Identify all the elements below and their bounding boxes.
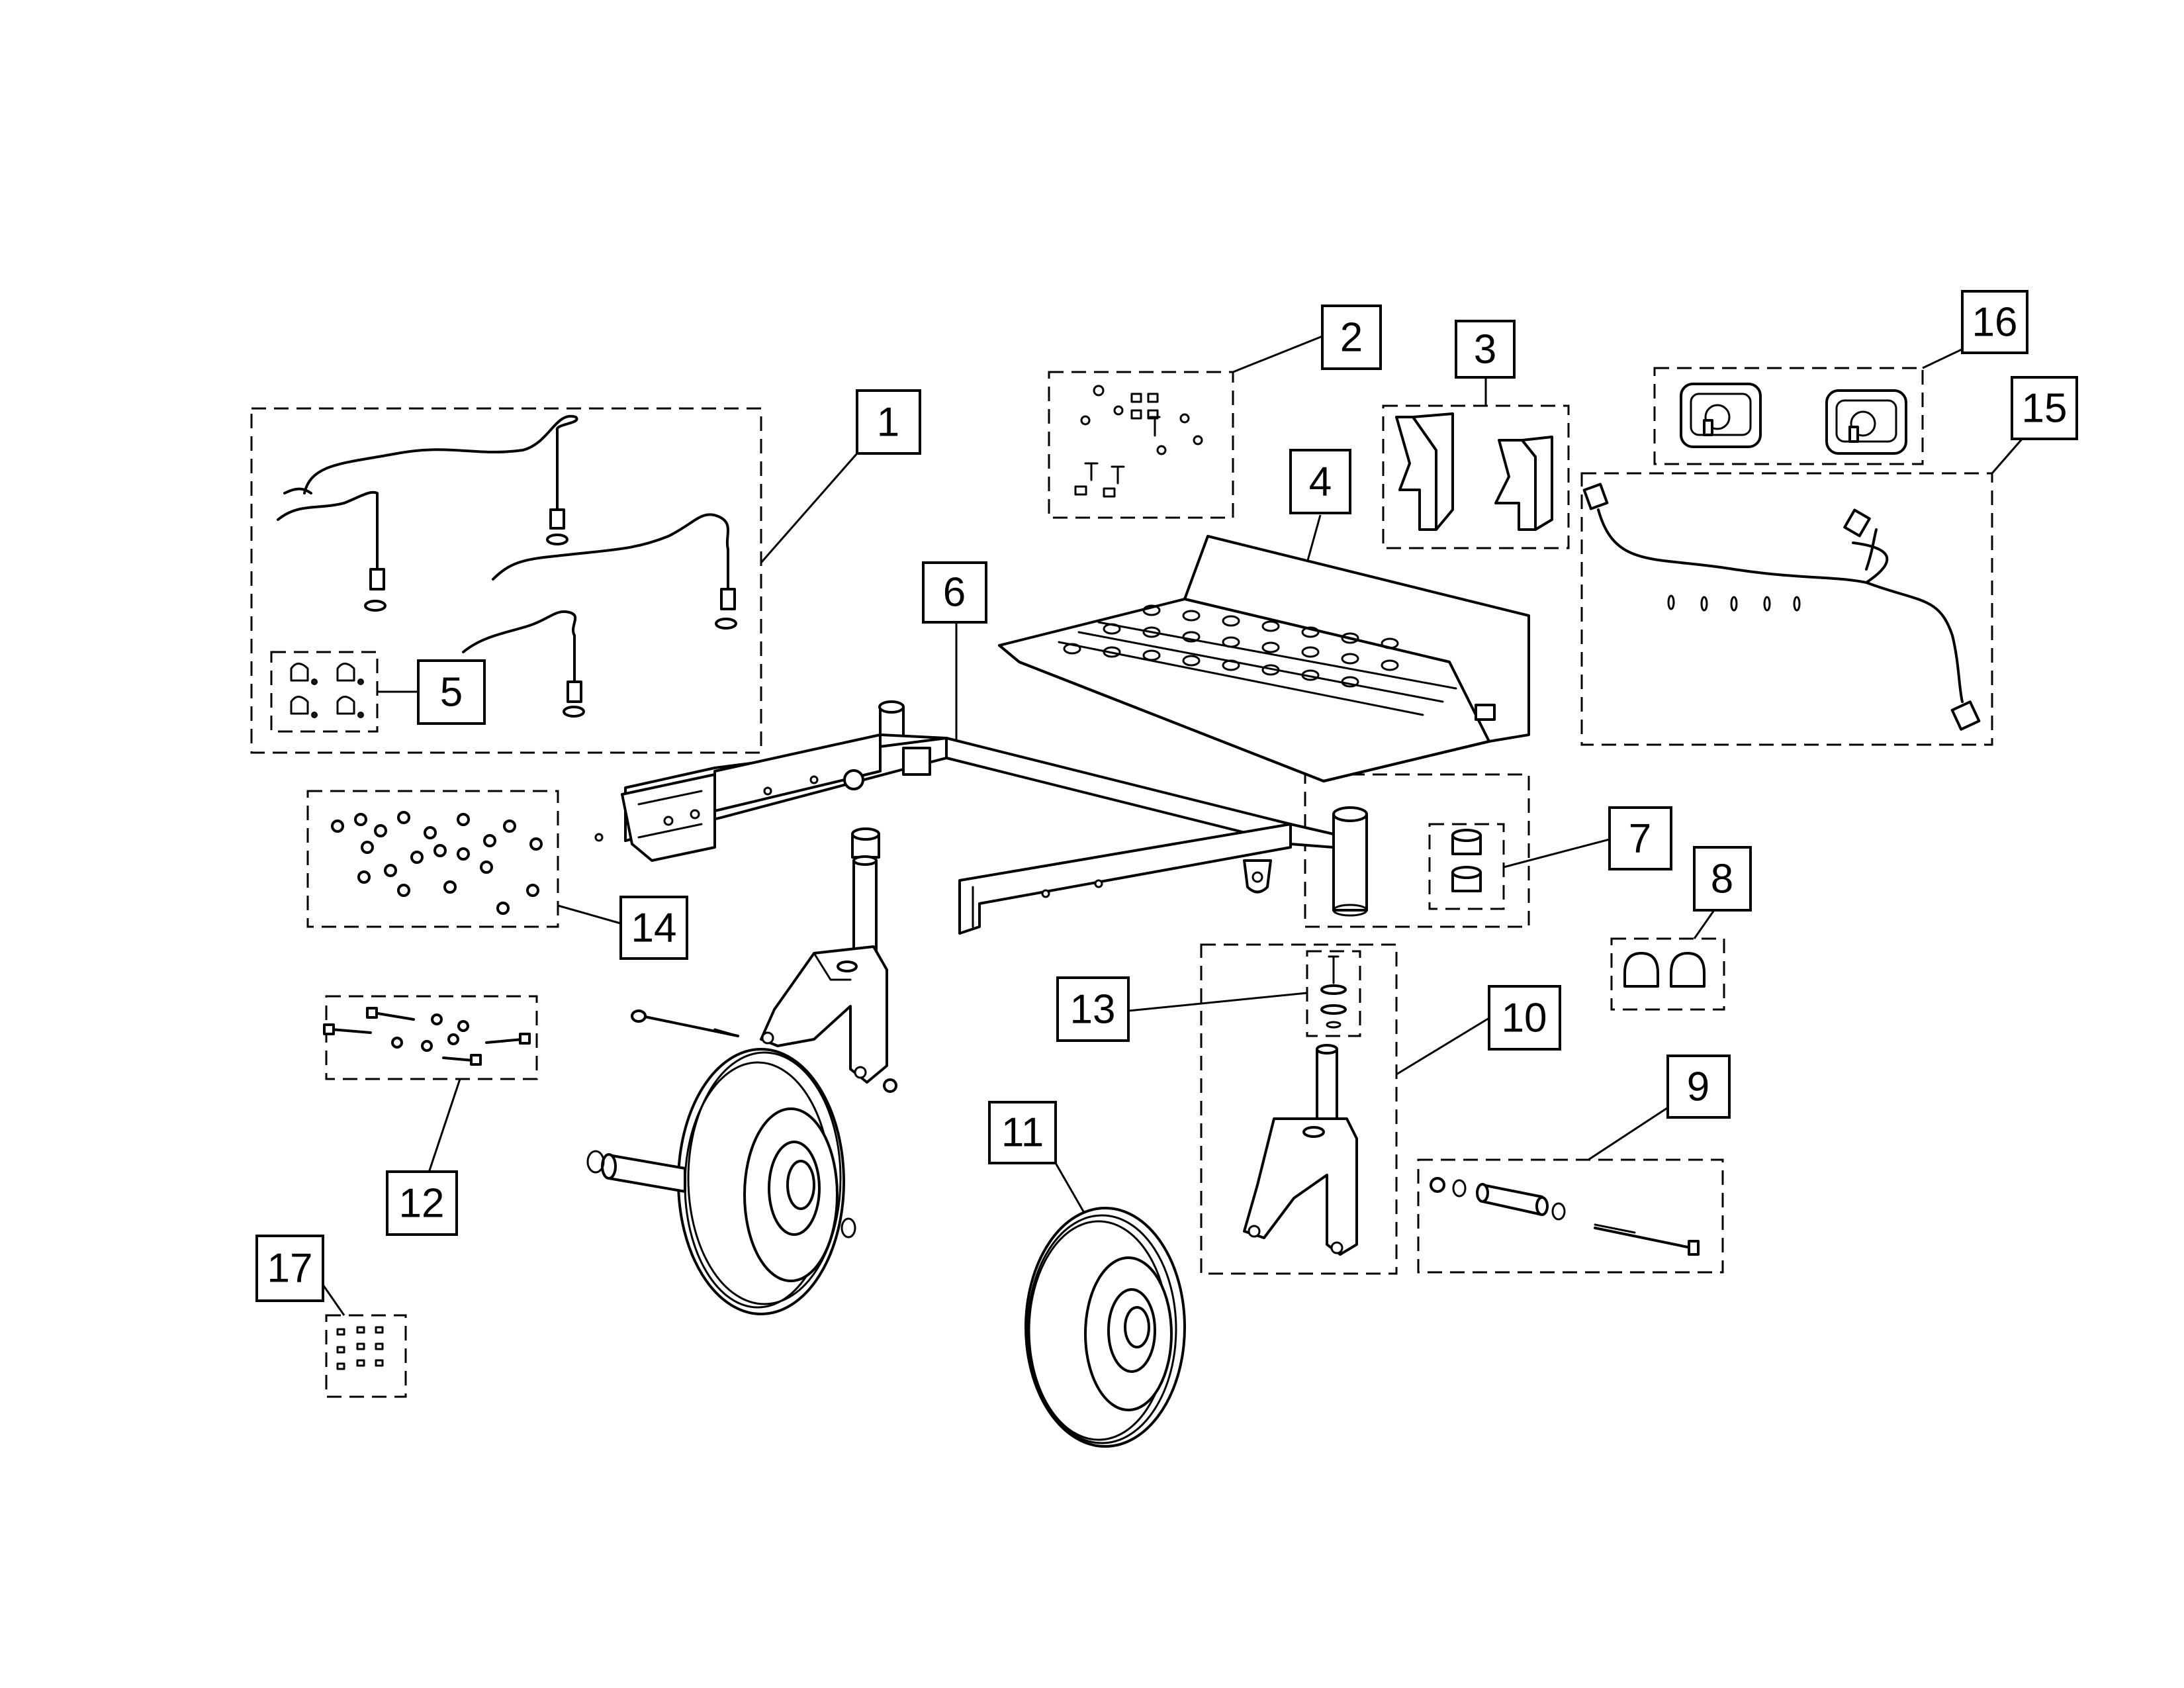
leader-2	[1232, 335, 1323, 373]
mounting-brackets	[1395, 412, 1553, 531]
callout-9: 9	[1666, 1055, 1731, 1119]
group-box-12-bolts	[325, 995, 538, 1080]
right-caster-fork	[1243, 955, 1358, 1256]
callout-label-17: 17	[267, 1246, 313, 1291]
leader-12	[426, 1078, 461, 1179]
nuts-kit-17	[336, 1326, 384, 1370]
spindle-bushings	[1451, 829, 1482, 892]
callout-17: 17	[255, 1235, 324, 1302]
left-wheel	[586, 1048, 856, 1315]
group-box-16-lights	[1653, 367, 1924, 465]
callout-4: 4	[1289, 449, 1351, 514]
callout-label-4: 4	[1309, 459, 1332, 505]
dust-caps	[1623, 952, 1706, 988]
trailer-frame	[594, 700, 1368, 935]
callout-label-11: 11	[1001, 1110, 1044, 1156]
leader-14	[557, 904, 621, 925]
callout-8: 8	[1693, 846, 1752, 912]
left-caster-fork	[631, 827, 897, 1093]
callout-label-6: 6	[943, 570, 966, 616]
group-box-10-fork	[1200, 943, 1398, 1275]
group-box-5-clips	[270, 651, 379, 733]
callout-16: 16	[1961, 290, 2028, 354]
callout-15: 15	[2011, 376, 2078, 440]
callout-11: 11	[988, 1101, 1057, 1164]
group-box-14-hardware	[306, 790, 559, 928]
group-box-8-caps	[1610, 937, 1725, 1011]
callout-label-14: 14	[631, 906, 677, 951]
group-box-15-harness	[1580, 472, 1993, 746]
axle-kit	[1430, 1177, 1700, 1256]
leader-9	[1588, 1104, 1672, 1161]
group-box-9-axle	[1417, 1158, 1724, 1274]
leader-7	[1503, 838, 1610, 868]
callout-14: 14	[619, 896, 688, 960]
leader-4	[1306, 514, 1322, 563]
callout-label-8: 8	[1711, 857, 1733, 902]
brake-lines	[277, 414, 737, 718]
bolts-kit-12	[323, 1007, 531, 1066]
leader-15	[1991, 436, 2025, 474]
leader-8	[1693, 910, 1715, 939]
callout-label-2: 2	[1340, 315, 1363, 361]
group-box-2-hardware	[1048, 371, 1234, 519]
wiring-harness	[1582, 483, 1981, 731]
leader-13	[1128, 992, 1308, 1012]
callout-2: 2	[1321, 305, 1382, 370]
callout-3: 3	[1455, 320, 1516, 379]
callout-label-10: 10	[1502, 996, 1547, 1041]
hardware-kit-14	[331, 811, 543, 915]
callout-label-5: 5	[440, 670, 463, 716]
callout-7: 7	[1608, 806, 1672, 870]
leader-10	[1396, 1017, 1490, 1076]
callout-5: 5	[417, 659, 486, 725]
brake-line-clips	[290, 663, 364, 718]
callout-label-16: 16	[1972, 300, 2018, 346]
callout-1: 1	[856, 389, 921, 455]
callout-10: 10	[1488, 985, 1561, 1051]
callout-label-7: 7	[1629, 816, 1651, 862]
callout-13: 13	[1056, 976, 1130, 1042]
callout-label-1: 1	[877, 400, 899, 445]
callout-6: 6	[922, 561, 987, 624]
leader-1	[760, 453, 858, 563]
callout-label-15: 15	[2022, 386, 2068, 432]
tail-lights	[1680, 383, 1907, 455]
callout-label-13: 13	[1070, 987, 1116, 1033]
callout-label-9: 9	[1687, 1064, 1709, 1110]
group-box-17-nuts	[325, 1314, 407, 1398]
callout-12: 12	[386, 1170, 458, 1236]
group-box-7-spindle	[1304, 773, 1530, 928]
group-box-1-brake-lines	[250, 407, 762, 754]
callout-label-3: 3	[1474, 327, 1496, 373]
group-box-3-brackets	[1382, 404, 1570, 549]
callout-label-12: 12	[399, 1181, 445, 1227]
step-platform	[998, 535, 1530, 782]
hardware-kit-2	[1074, 385, 1203, 498]
right-wheel	[1024, 1207, 1186, 1448]
